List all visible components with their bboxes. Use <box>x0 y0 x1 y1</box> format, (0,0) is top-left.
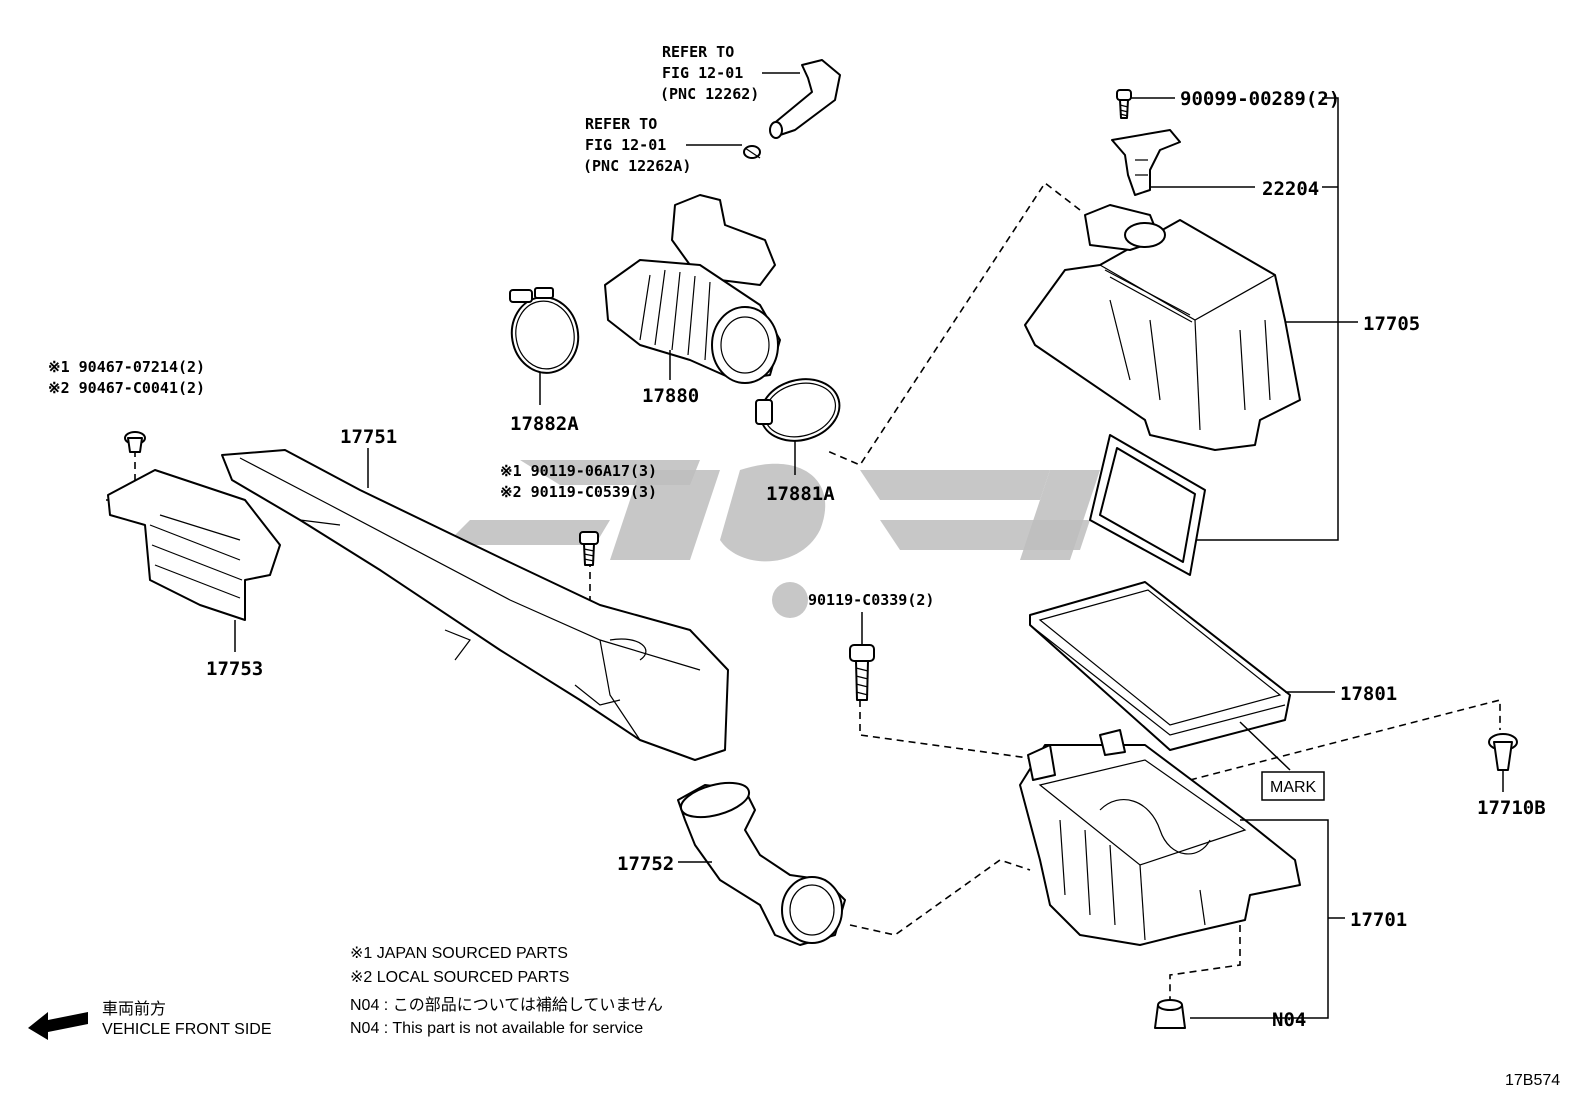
vehicle-front-arrow-icon <box>28 1012 88 1040</box>
refer-lower-line1: REFER TO <box>585 115 657 133</box>
filter-element-17801 <box>1029 581 1291 751</box>
clip-17710b <box>1488 733 1518 771</box>
elbow-hose-17752 <box>677 781 846 946</box>
air-cleaner-cap-17705 <box>1024 204 1301 451</box>
refer-upper-line1: REFER TO <box>662 43 734 61</box>
label-17881a: 17881A <box>766 483 835 505</box>
refer-lower-line3: (PNC 12262A) <box>583 157 691 175</box>
watermark-logo <box>445 460 1100 618</box>
bolt-parts-line2: ※2 90119-C0539(3) <box>500 483 657 501</box>
leader-mark <box>1239 721 1291 771</box>
grommet-n04 <box>1154 999 1186 1029</box>
bolt-90119-06a17 <box>579 531 599 566</box>
clip-parts-line1: ※1 90467-07214(2) <box>48 358 205 376</box>
label-22204: 22204 <box>1262 178 1319 200</box>
intake-hose-17880 <box>604 194 781 384</box>
mark-box <box>1261 771 1325 801</box>
label-90119-c0339: 90119-C0339(2) <box>808 591 934 609</box>
label-17882a: 17882A <box>510 413 579 435</box>
clamp-17881a <box>755 378 841 442</box>
diagram-id: 17B574 <box>1505 1072 1560 1089</box>
assembly-line-upper <box>824 181 1081 466</box>
legend-japan: ※1 JAPAN SOURCED PARTS <box>350 945 568 962</box>
clamp-17882a <box>509 287 580 374</box>
legend-local: ※2 LOCAL SOURCED PARTS <box>350 969 569 986</box>
label-17753: 17753 <box>206 658 263 680</box>
label-17801: 17801 <box>1340 683 1397 705</box>
label-n04: N04 <box>1272 1009 1306 1031</box>
label-17701: 17701 <box>1350 909 1407 931</box>
hose-clamp-12262a <box>743 145 761 159</box>
refer-upper-line3: (PNC 12262) <box>660 85 759 103</box>
legend-n04-en: N04 : This part is not available for ser… <box>350 1020 643 1037</box>
label-17710b: 17710B <box>1477 797 1546 819</box>
mark-label: MARK <box>1270 779 1317 796</box>
label-90099-00289: 90099-00289(2) <box>1180 88 1340 110</box>
assembly-line-17710b <box>1189 698 1501 781</box>
refer-lower-line2: FIG 12-01 <box>585 136 666 154</box>
inlet-duct-17751 <box>221 449 729 761</box>
resonator-17753 <box>107 469 281 621</box>
label-17705: 17705 <box>1363 313 1420 335</box>
label-17752: 17752 <box>617 853 674 875</box>
air-cleaner-case-17701 <box>1019 729 1301 946</box>
bolt-parts-line1: ※1 90119-06A17(3) <box>500 462 657 480</box>
screw-90099-00289 <box>1116 89 1132 119</box>
label-17880: 17880 <box>642 385 699 407</box>
sensor-22204 <box>1111 129 1181 196</box>
legend-n04-jp: N04 : この部品については補給していません <box>350 996 663 1014</box>
assembly-line-17752 <box>849 859 1031 936</box>
bracket-17705 <box>1190 97 1339 541</box>
front-label-en: VEHICLE FRONT SIDE <box>102 1021 272 1038</box>
front-label-jp: 車両前方 <box>102 1000 166 1018</box>
clip-90467 <box>124 431 146 453</box>
bracket-17701 <box>1190 819 1345 1019</box>
refer-upper-line2: FIG 12-01 <box>662 64 743 82</box>
pcv-hose-12262 <box>769 59 841 139</box>
clip-parts-line2: ※2 90467-C0041(2) <box>48 379 205 397</box>
label-17751: 17751 <box>340 426 397 448</box>
bolt-90119-c0339 <box>849 644 875 701</box>
gasket-frame <box>1089 434 1206 576</box>
assembly-line-n04 <box>1169 925 1241 1000</box>
